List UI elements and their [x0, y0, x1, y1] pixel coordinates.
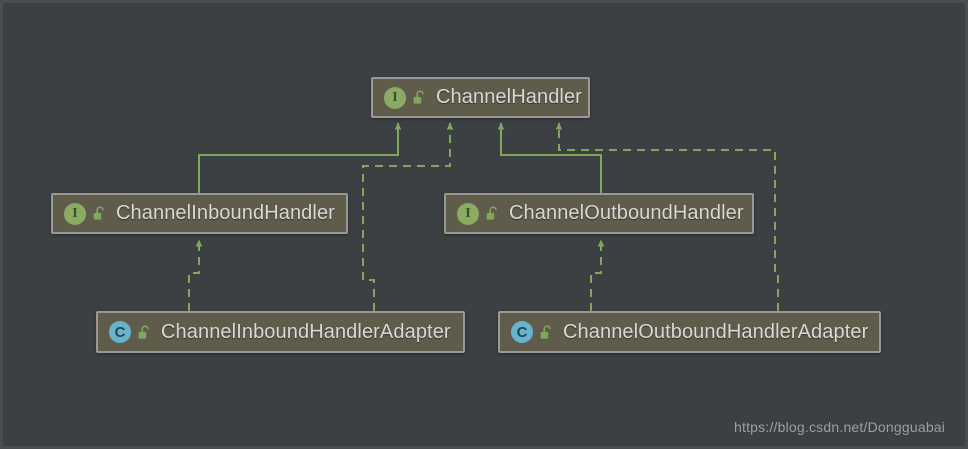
- edge-outbound-handler-extends-channel-handler: [497, 122, 602, 193]
- edge-inbound-handler-extends-channel-handler: [198, 122, 402, 193]
- node-label: ChannelHandler: [436, 86, 582, 108]
- node-label: ChannelInboundHandlerAdapter: [161, 320, 451, 343]
- edge-inbound-adapter-implements-channel-handler: [362, 122, 454, 311]
- node-label: ChannelOutboundHandler: [509, 202, 744, 224]
- node-label: ChannelInboundHandler: [116, 202, 335, 224]
- unlocked-padlock-icon: [93, 206, 104, 220]
- unlocked-padlock-icon: [486, 206, 497, 220]
- edge-outbound-adapter-implements-outbound-handler: [590, 239, 605, 311]
- interface-icon: I: [64, 202, 86, 225]
- node-channel-handler[interactable]: I ChannelHandler: [371, 77, 590, 118]
- node-label: ChannelOutboundHandlerAdapter: [563, 320, 869, 343]
- node-channel-inbound-handler-adapter[interactable]: C ChannelInboundHandlerAdapter: [96, 311, 465, 353]
- edge-inbound-adapter-implements-inbound-handler: [188, 239, 203, 311]
- node-channel-outbound-handler[interactable]: I ChannelOutboundHandler: [444, 193, 754, 234]
- node-channel-outbound-handler-adapter[interactable]: C ChannelOutboundHandlerAdapter: [498, 311, 881, 353]
- unlocked-padlock-icon: [540, 324, 551, 339]
- node-channel-inbound-handler[interactable]: I ChannelInboundHandler: [51, 193, 348, 234]
- unlocked-padlock-icon: [138, 324, 149, 339]
- class-icon: C: [109, 321, 131, 343]
- watermark-text: https://blog.csdn.net/Dongguabai: [734, 419, 946, 435]
- class-icon: C: [511, 321, 533, 343]
- unlocked-padlock-icon: [413, 90, 424, 104]
- interface-icon: I: [384, 86, 406, 109]
- interface-icon: I: [457, 202, 479, 225]
